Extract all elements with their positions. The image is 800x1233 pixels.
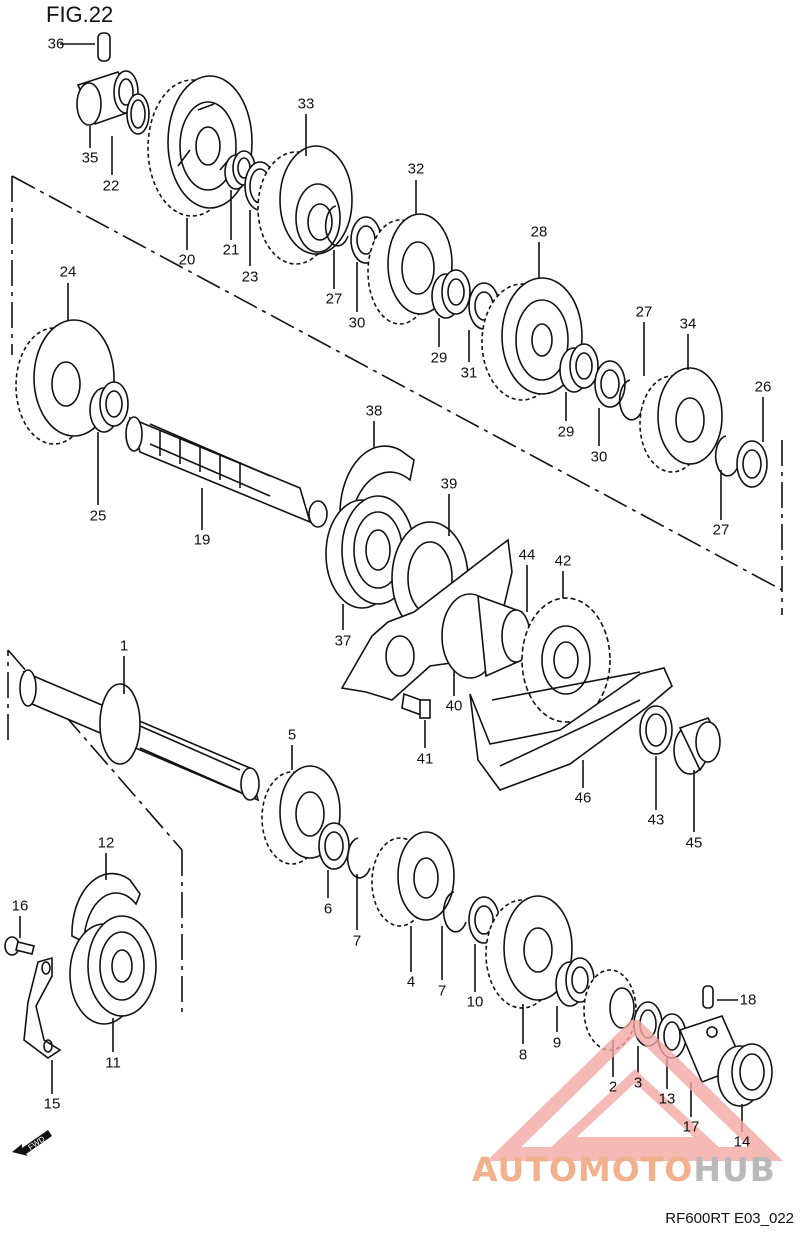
part-label-32: 32 — [407, 160, 425, 178]
part-label-33: 33 — [297, 95, 315, 113]
part-label-27: 27 — [712, 521, 730, 539]
part-label-3: 3 — [633, 1074, 643, 1092]
part-label-35: 35 — [81, 149, 99, 167]
bushing-29a — [431, 269, 471, 347]
washer-6 — [318, 822, 350, 898]
part-label-29: 29 — [557, 423, 575, 441]
part-label-45: 45 — [685, 834, 703, 852]
pin-36 — [60, 32, 111, 62]
washer-43 — [639, 705, 673, 810]
mainshaft-1 — [19, 656, 260, 802]
circlip-27c — [714, 435, 739, 520]
part-label-17: 17 — [682, 1118, 700, 1136]
oil-seal-45 — [673, 717, 721, 832]
part-label-23: 23 — [241, 268, 259, 286]
gear-24 — [15, 283, 115, 445]
part-label-30: 30 — [590, 448, 608, 466]
part-label-42: 42 — [554, 552, 572, 570]
fwd-arrow-icon: FWD — [12, 1130, 52, 1156]
part-label-18: 18 — [739, 991, 757, 1009]
part-label-38: 38 — [365, 402, 383, 420]
part-label-41: 41 — [416, 750, 434, 768]
circlip-7a — [346, 837, 371, 930]
chain-46 — [469, 667, 673, 791]
pin-18 — [702, 985, 738, 1009]
bolt-16 — [4, 916, 35, 956]
part-label-16: 16 — [11, 897, 29, 915]
sprocket-42 — [521, 571, 611, 723]
oil-seal-12 — [71, 853, 141, 944]
part-label-19: 19 — [193, 531, 211, 549]
part-label-43: 43 — [647, 811, 665, 829]
circlip-27a — [324, 205, 349, 289]
part-label-28: 28 — [530, 223, 548, 241]
part-label-40: 40 — [445, 697, 463, 715]
retainer-15 — [23, 956, 62, 1094]
part-label-21: 21 — [222, 241, 240, 259]
gear-34 — [639, 334, 723, 473]
gear-33 — [257, 114, 353, 265]
part-label-4: 4 — [406, 973, 416, 991]
part-label-11: 11 — [105, 1054, 121, 1072]
part-label-44: 44 — [518, 546, 536, 564]
part-label-36: 36 — [47, 35, 65, 53]
watermark-part1: AUTOMOTO — [472, 1150, 694, 1189]
part-label-9: 9 — [552, 1034, 562, 1052]
part-label-2: 2 — [608, 1078, 618, 1096]
bushing-29b — [559, 343, 599, 421]
part-label-34: 34 — [679, 315, 697, 333]
bearing-14 — [717, 1043, 773, 1132]
part-label-1: 1 — [119, 637, 129, 655]
part-label-15: 15 — [43, 1095, 61, 1113]
washer-30b — [594, 360, 626, 446]
circlip-27b — [618, 322, 645, 421]
spacer-44 — [441, 565, 531, 679]
bushing-25 — [89, 381, 129, 505]
watermark-text: AUTOMOTOHUB — [472, 1150, 776, 1189]
part-label-8: 8 — [518, 1046, 528, 1064]
bushing-35 — [76, 70, 150, 175]
part-label-13: 13 — [658, 1090, 676, 1108]
part-label-30: 30 — [348, 314, 366, 332]
part-label-7: 7 — [352, 932, 362, 950]
part-label-20: 20 — [178, 251, 196, 269]
part-label-24: 24 — [59, 263, 77, 281]
countershaft-19 — [125, 416, 328, 530]
watermark-part2: HUB — [693, 1150, 776, 1189]
part-label-46: 46 — [574, 789, 592, 807]
part-label-39: 39 — [440, 475, 458, 493]
oil-seal-38 — [339, 421, 415, 516]
bearing-11 — [69, 915, 157, 1052]
part-label-12: 12 — [97, 834, 115, 852]
part-label-14: 14 — [733, 1133, 751, 1151]
watermark-triangle-logo — [486, 1020, 784, 1161]
washer-26 — [736, 397, 768, 488]
part-label-6: 6 — [323, 900, 333, 918]
gear-8 — [485, 895, 573, 1044]
gear-4 — [371, 831, 455, 972]
figure-title: FIG.22 — [46, 2, 114, 27]
part-label-22: 22 — [102, 177, 120, 195]
part-label-27: 27 — [635, 303, 653, 321]
part-label-31: 31 — [460, 364, 478, 382]
circlip-7b — [441, 891, 467, 980]
part-label-5: 5 — [287, 726, 297, 744]
part-label-37: 37 — [334, 632, 352, 650]
part-label-10: 10 — [466, 993, 484, 1011]
part-label-7: 7 — [437, 982, 447, 1000]
part-label-25: 25 — [89, 507, 107, 525]
figure-code: RF600RT E03_022 — [665, 1210, 794, 1227]
part-label-26: 26 — [754, 378, 772, 396]
part-label-27: 27 — [325, 290, 343, 308]
bolt-41 — [401, 692, 431, 748]
part-label-29: 29 — [430, 349, 448, 367]
